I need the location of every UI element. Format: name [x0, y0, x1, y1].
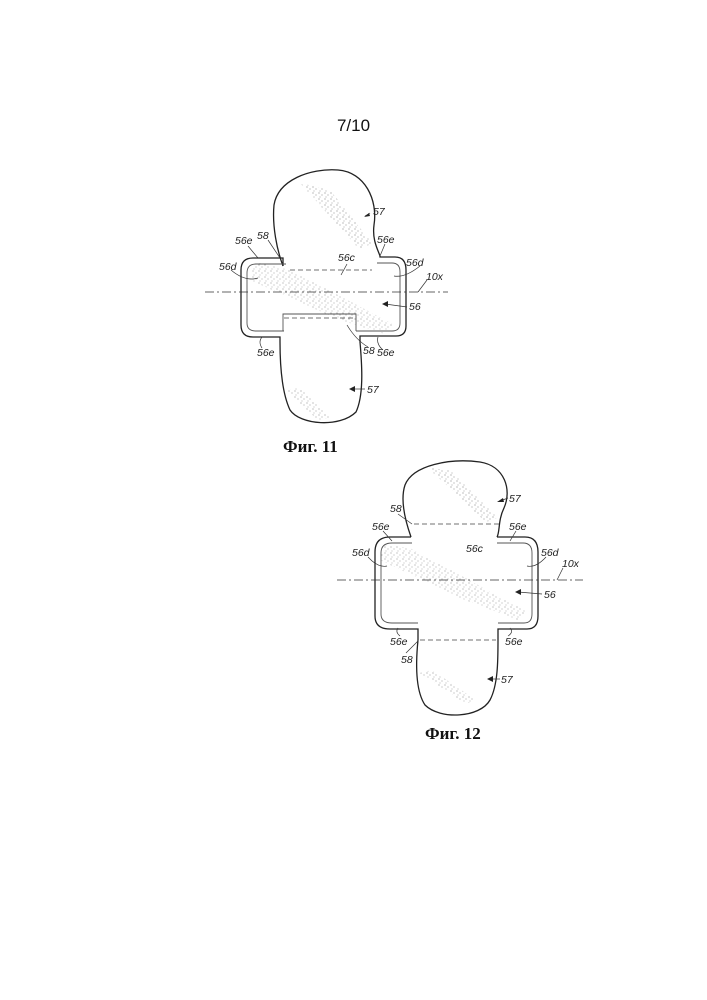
- fig12-label-56e-bottom-left: 56e: [390, 636, 408, 648]
- fig12-shading-body: [380, 545, 528, 620]
- fig12-label-56d-right: 56d: [541, 547, 560, 559]
- fig12-label-56: 56: [544, 589, 556, 601]
- fig11-label-10x: 10x: [426, 271, 444, 283]
- fig11-shading-top: [300, 183, 372, 250]
- fig11-label-56e-top-right: 56e: [377, 234, 395, 246]
- fig11-top-bulb-57: [274, 170, 380, 266]
- fig11-label-56e-bottom-right: 56e: [377, 347, 395, 359]
- fig11-shading-body: [250, 262, 395, 334]
- fig12-label-56d-left: 56d: [352, 547, 371, 559]
- fig12-label-58-bottom: 58: [401, 654, 413, 666]
- fig11-label-57-top: 57: [373, 206, 386, 218]
- fig12-caption: Фиг. 12: [425, 724, 481, 743]
- fig12-label-57-top: 57: [509, 493, 522, 505]
- fig12-label-57-bottom: 57: [501, 674, 514, 686]
- fig11-label-56d-left: 56d: [219, 261, 238, 273]
- fig11-label-56c: 56c: [338, 252, 356, 264]
- fig12-label-10x: 10x: [562, 558, 580, 570]
- fig12-shading-top: [428, 468, 498, 522]
- fig11-label-56e-bottom-left: 56e: [257, 347, 275, 359]
- fig11-shading-bottom: [286, 388, 330, 420]
- figure-12: 57 58 56e 56e 56d 56d 56c 10x 56 56e 56e…: [337, 461, 583, 743]
- fig12-label-56e-top-left: 56e: [372, 521, 390, 533]
- fig11-label-56d-right: 56d: [406, 257, 425, 269]
- fig12-label-56e-top-right: 56e: [509, 521, 527, 533]
- fig12-label-56c: 56c: [466, 543, 484, 555]
- fig12-top-bulb-57: [403, 461, 507, 537]
- fig12-label-56e-bottom-right: 56e: [505, 636, 523, 648]
- fig12-label-58-top: 58: [390, 503, 402, 515]
- figure-11: 57 58 56e 56e 56d 56d 56c 10x 56 56e 58 …: [205, 170, 448, 456]
- fig11-label-58-bottom: 58: [363, 345, 375, 357]
- fig11-label-57-bottom: 57: [367, 384, 380, 396]
- fig11-label-56: 56: [409, 301, 421, 313]
- fig12-shading-bottom: [420, 670, 476, 704]
- fig11-caption: Фиг. 11: [283, 437, 338, 456]
- fig11-label-56e-top-left: 56e: [235, 235, 253, 247]
- fig11-label-58-top: 58: [257, 230, 269, 242]
